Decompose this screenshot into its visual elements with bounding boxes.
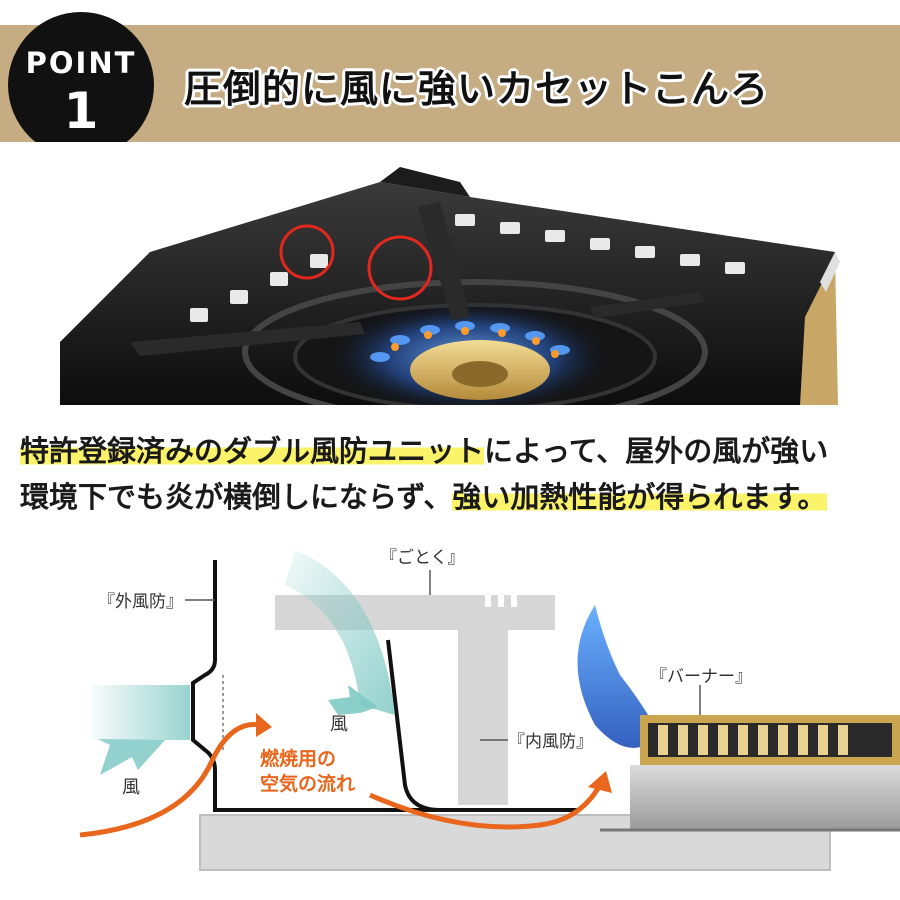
label-outer-windscreen: 『外風防』: [98, 592, 183, 612]
point-badge-number: 1: [63, 82, 99, 140]
description-line-1: 特許登録済みのダブル風防ユニットによって、屋外の風が強い: [20, 428, 890, 470]
point-badge-label: POINT: [25, 46, 137, 80]
label-burner: 『バーナー』: [650, 667, 752, 687]
description-highlight-1: 特許登録済みのダブル風防ユニット: [20, 434, 485, 468]
description-text-2: 環境下でも炎が横倒しにならず、: [20, 480, 453, 514]
stove-photo: [0, 142, 900, 405]
label-wind-middle: 風: [330, 714, 348, 735]
highlight-circle-inner: [367, 235, 433, 301]
highlight-circle-outer: [279, 224, 335, 280]
windscreen-diagram: 『外風防』 『ごとく』 『バーナー』 『内風防』 風 風 燃焼用の 空気の流れ: [79, 548, 900, 871]
label-airflow-line-2: 空気の流れ: [260, 772, 355, 795]
label-airflow-line-1: 燃焼用の: [260, 747, 336, 770]
description-highlight-2: 強い加熱性能が得られます。: [452, 480, 827, 514]
label-inner-windscreen: 『内風防』: [508, 732, 593, 752]
point-badge: POINT 1: [8, 12, 154, 158]
description-line-2: 環境下でも炎が横倒しにならず、強い加熱性能が得られます。: [20, 474, 890, 516]
headline: 圧倒的に風に強いカセットこんろ: [184, 67, 770, 111]
description-text-1: によって、屋外の風が強い: [484, 434, 829, 468]
label-trivet: 『ごとく』: [380, 548, 465, 568]
label-wind-left: 風: [122, 777, 140, 798]
